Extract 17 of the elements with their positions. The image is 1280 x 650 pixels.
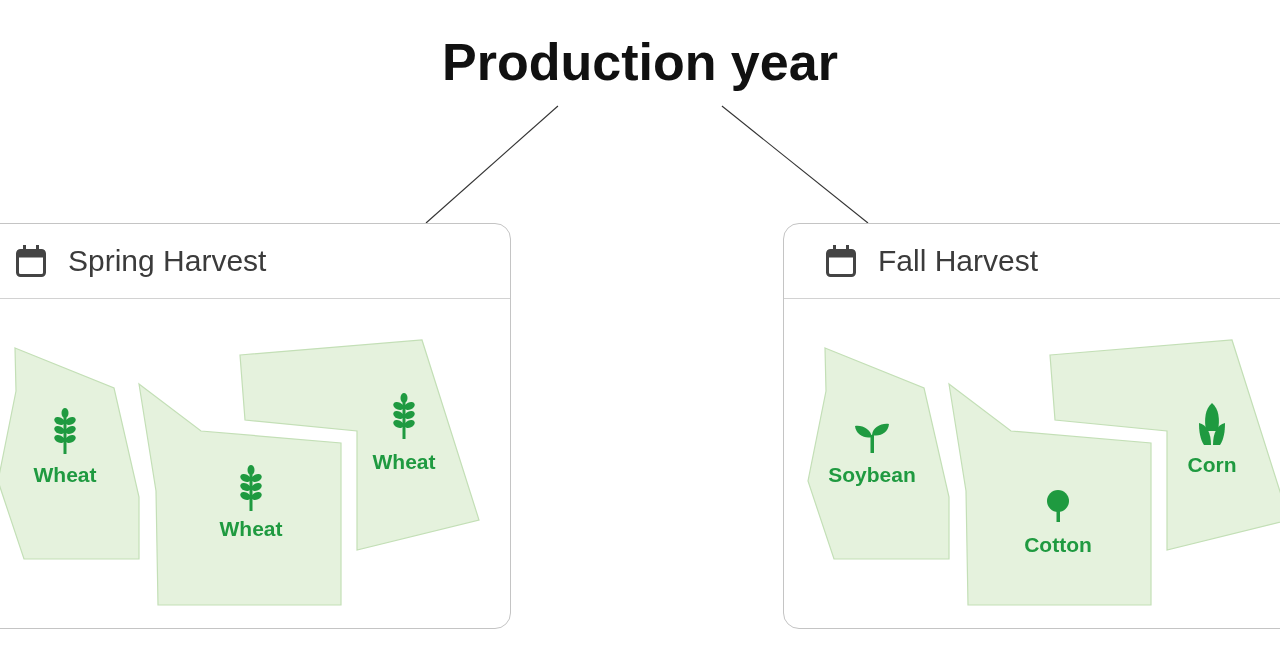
connector-line [425,105,559,224]
crop-label: Wheat [372,450,436,474]
crop-label: Soybean [828,463,916,487]
harvest-card [783,223,1280,629]
field-plot [949,384,1151,605]
crop-label: Wheat [219,517,283,541]
harvest-card [0,223,511,629]
heading-text: Production year [442,32,838,92]
connector-line [721,105,869,224]
crop-label: Corn [1187,453,1237,477]
field-plot [808,348,949,559]
card-title: Spring Harvest [68,243,267,279]
card-title: Fall Harvest [878,243,1039,279]
crop-label: Wheat [33,463,97,487]
field-plot [139,384,341,605]
field-plot [0,348,139,559]
crop-label: Cotton [1024,533,1092,557]
